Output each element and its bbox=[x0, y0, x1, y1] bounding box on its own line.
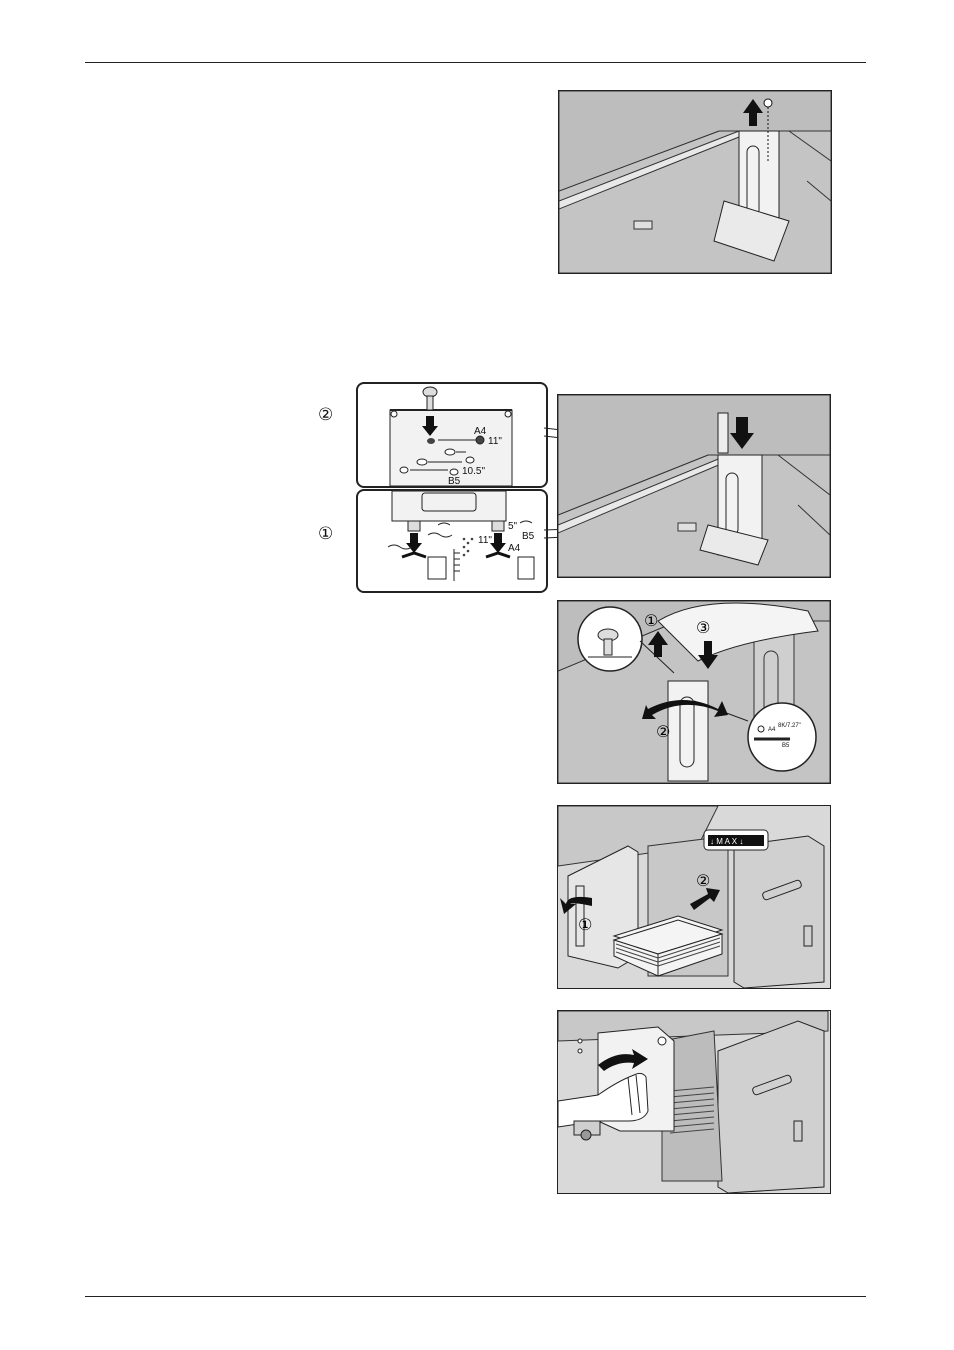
plate-label-b5: B5 bbox=[448, 476, 461, 486]
footer-rule bbox=[85, 1296, 866, 1297]
detail-bottom-plate: 5" B5 11" A4 bbox=[356, 489, 548, 593]
figure-close-guide bbox=[557, 1010, 831, 1194]
plate-label-a4: A4 bbox=[474, 426, 487, 437]
max-label: ↓ M A X ↓ bbox=[710, 837, 743, 846]
zoom-label-size: 8K/7.27" bbox=[778, 723, 801, 729]
bottom-label-a4: A4 bbox=[508, 543, 521, 554]
plate-label-11in: 11" bbox=[488, 436, 502, 447]
figure-install-guide bbox=[557, 394, 831, 578]
fig3-step1: ① bbox=[644, 611, 658, 630]
fig4-step2: ② bbox=[696, 871, 710, 890]
zoom-label-b5: B5 bbox=[782, 743, 790, 749]
figure-adjust-guide: A4 8K/7.27" B5 ① ③ ② bbox=[557, 600, 831, 784]
header-rule bbox=[85, 62, 866, 63]
fig4-step1: ① bbox=[578, 915, 592, 934]
figure-load-paper: ↓ M A X ↓ ① ② bbox=[557, 805, 831, 989]
fig3-step2: ② bbox=[656, 722, 670, 741]
plate-label-105in: 10.5" bbox=[462, 466, 485, 477]
detail-top-plate: A4 11" 10.5" B5 bbox=[356, 382, 548, 488]
step-1-marker: ① bbox=[318, 524, 333, 544]
bottom-label-11in: 11" bbox=[478, 535, 492, 546]
bottom-label-5in: 5" bbox=[508, 521, 518, 532]
fig3-step3: ③ bbox=[696, 618, 710, 637]
bottom-label-b5: B5 bbox=[522, 531, 535, 542]
zoom-label-a4: A4 bbox=[768, 727, 776, 733]
step-2-marker: ② bbox=[318, 405, 333, 425]
figure-remove-guide bbox=[558, 90, 832, 274]
